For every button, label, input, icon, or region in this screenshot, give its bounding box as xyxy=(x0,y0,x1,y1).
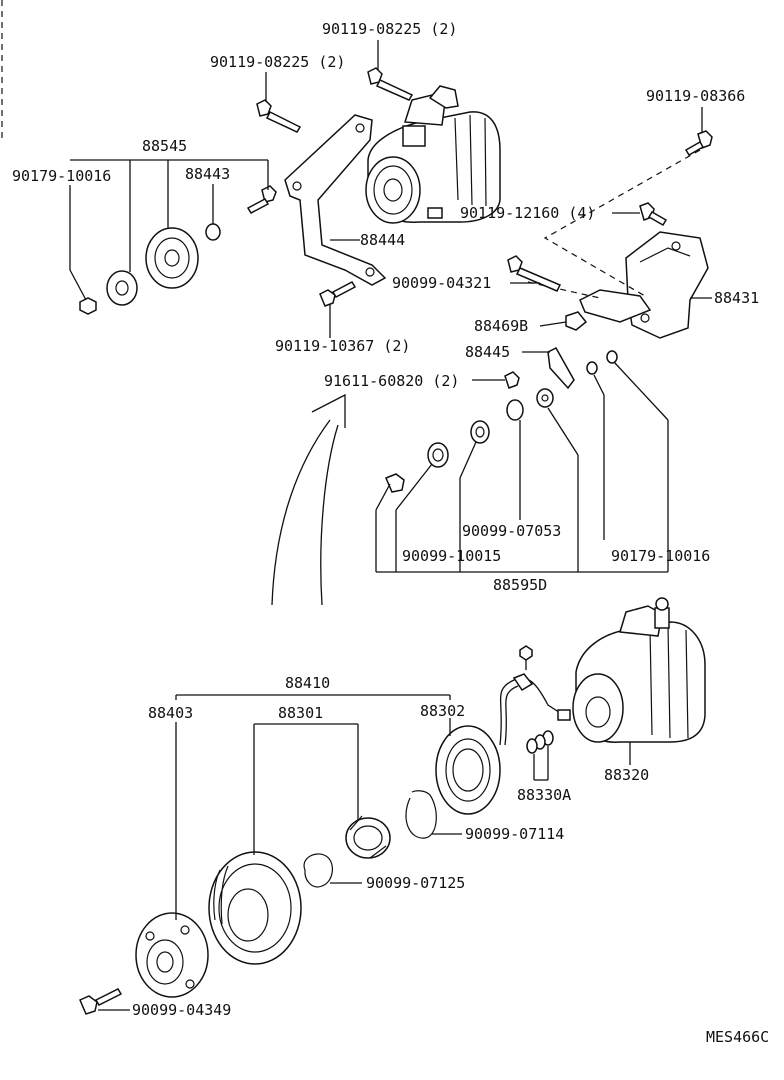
part-labels: 90119-08225 (2) 90119-08225 (2) 90119-08… xyxy=(12,20,769,1046)
label-88431: 88431 xyxy=(714,289,759,307)
label-88445: 88445 xyxy=(465,343,510,361)
label-90119-10367: 90119-10367 (2) xyxy=(275,337,410,355)
label-90119-08225-lower: 90119-08225 (2) xyxy=(210,53,345,71)
label-88403: 88403 xyxy=(148,704,193,722)
label-88301: 88301 xyxy=(278,704,323,722)
assembly-arrow xyxy=(271,393,346,606)
label-88330a: 88330A xyxy=(517,786,571,804)
bolt-12160 xyxy=(639,202,668,227)
snap-ring-07125 xyxy=(303,853,333,888)
pressure-plate-88403 xyxy=(135,912,209,998)
stud-04321 xyxy=(507,255,562,292)
label-88302: 88302 xyxy=(420,702,465,720)
label-90179-10016-upper: 90179-10016 xyxy=(12,167,111,185)
pulley-rotor xyxy=(208,851,302,965)
label-88320: 88320 xyxy=(604,766,649,784)
label-90119-08225-upper: 90119-08225 (2) xyxy=(322,20,457,38)
bolt-bracket-left xyxy=(246,185,277,214)
upper-compressor-drawing xyxy=(365,85,501,224)
label-90099-07114: 90099-07114 xyxy=(465,825,564,843)
field-coil-88302 xyxy=(435,725,501,815)
bolt-04349 xyxy=(79,988,123,1015)
label-88545: 88545 xyxy=(142,137,187,155)
idler-kit-parts xyxy=(385,347,618,493)
label-88595d: 88595D xyxy=(493,576,547,594)
shims-88330a xyxy=(526,730,554,754)
bolt-08225-lower xyxy=(256,99,302,133)
lower-compressor-drawing xyxy=(572,597,706,743)
label-90099-04321: 90099-04321 xyxy=(392,274,491,292)
bracket-88444-drawing xyxy=(284,114,387,286)
snap-ring-07114 xyxy=(405,790,437,839)
label-88469b: 88469B xyxy=(474,317,528,335)
bearing-88301 xyxy=(345,815,391,859)
field-coil-harness xyxy=(499,645,571,746)
label-90119-08366: 90119-08366 xyxy=(646,87,745,105)
bolt-08225-upper xyxy=(367,67,414,101)
label-88410: 88410 xyxy=(285,674,330,692)
label-90099-04349: 90099-04349 xyxy=(132,1001,231,1019)
label-90099-07125: 90099-07125 xyxy=(366,874,465,892)
label-90119-12160: 90119-12160 (4) xyxy=(460,204,595,222)
bolt-10367 xyxy=(319,281,357,307)
label-90099-10015: 90099-10015 xyxy=(402,547,501,565)
bolt-08366 xyxy=(684,130,713,157)
label-88444: 88444 xyxy=(360,231,405,249)
label-91611-60820: 91611-60820 (2) xyxy=(324,372,459,390)
idler-pulley-88443-group xyxy=(79,223,221,315)
diagram-code: MES466C xyxy=(706,1028,769,1046)
label-90099-07053: 90099-07053 xyxy=(462,522,561,540)
leader-lines xyxy=(69,40,712,1011)
bracket-88431-drawing xyxy=(527,149,709,339)
label-90179-10016-lower: 90179-10016 xyxy=(611,547,710,565)
label-88443: 88443 xyxy=(185,165,230,183)
nut-88469b xyxy=(565,311,588,331)
